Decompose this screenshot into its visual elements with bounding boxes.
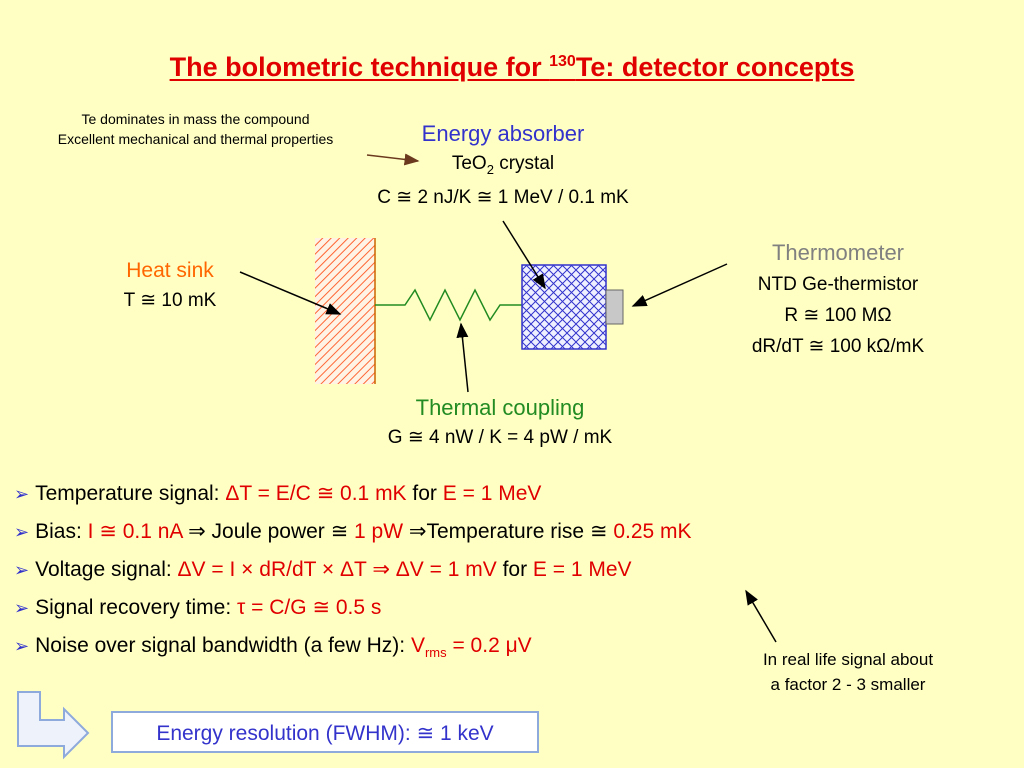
coupling-arrow	[456, 322, 469, 393]
bullet-item: ➢Voltage signal: ΔV = I × dR/dT × ΔT ⇒ Δ…	[14, 554, 692, 592]
bullet-text: Noise over signal bandwidth (a few Hz):	[35, 634, 411, 657]
bullet-text: 0.25 mK	[613, 520, 692, 543]
bullet-arrow-icon: ➢	[14, 484, 30, 504]
crystal-sub: 2	[486, 161, 494, 177]
note-arrow	[366, 153, 420, 166]
thermal-coupling-spring	[375, 288, 522, 322]
energy-resolution-box: Energy resolution (FWHM): ≅ 1 keV	[111, 711, 539, 753]
bullet-text: ⇒Temperature rise ≅	[403, 520, 614, 543]
bullet-text: = 0.2 μV	[446, 634, 532, 657]
bullet-text: for	[496, 558, 533, 581]
bullet-item: ➢Temperature signal: ΔT = E/C ≅ 0.1 mK f…	[14, 478, 692, 516]
heat-sink-arrow	[239, 271, 342, 315]
bullet-item: ➢Bias: I ≅ 0.1 nA ⇒ Joule power ≅ 1 pW ⇒…	[14, 516, 692, 554]
coupling-conductance: G ≅ 4 nW / K = 4 pW / mK	[387, 427, 613, 448]
bullet-text: I ≅ 0.1 nA	[87, 520, 183, 543]
bullet-text: ΔV = I × dR/dT × ΔT ⇒ ΔV = 1 mV	[177, 558, 497, 581]
bullet-text: 1 pW	[354, 520, 404, 543]
absorber-crystal	[521, 264, 607, 350]
bullet-text: τ = C/G ≅ 0.5 s	[237, 596, 382, 619]
bullet-text: E = 1 MeV	[442, 482, 542, 505]
bullet-arrow-icon: ➢	[14, 636, 30, 656]
bullet-text: V	[410, 634, 425, 657]
real-life-line-2: a factor 2 - 3 smaller	[770, 675, 926, 694]
heat-sink-temp: T ≅ 10 mK	[123, 290, 217, 311]
bullet-arrow-icon: ➢	[14, 598, 30, 618]
title-suffix: Te: detector concepts	[575, 52, 855, 82]
thermistor-chip	[605, 289, 624, 325]
note-line-2: Excellent mechanical and thermal propert…	[57, 131, 334, 147]
bullet-text: ΔT = E/C ≅ 0.1 mK	[225, 482, 407, 505]
bullet-arrow-icon: ➢	[14, 522, 30, 542]
heat-sink-label: Heat sink	[126, 259, 214, 282]
absorber-arrow	[502, 220, 546, 290]
title-prefix: The bolometric technique for	[169, 52, 550, 82]
coupling-labels: Thermal coupling G ≅ 4 nW / K = 4 pW / m…	[330, 392, 670, 452]
bullet-text: for	[406, 482, 443, 505]
bullet-item: ➢Signal recovery time: τ = C/G ≅ 0.5 s	[14, 592, 692, 630]
note-line-1: Te dominates in mass the compound	[81, 111, 310, 127]
crystal-suffix: crystal	[493, 153, 555, 174]
tellurium-note: Te dominates in mass the compound Excell…	[28, 109, 363, 149]
thermometer-label: Thermometer	[771, 240, 905, 265]
bullet-text: Voltage signal:	[35, 558, 178, 581]
thermometer-resistance: R ≅ 100 MΩ	[784, 305, 892, 326]
thermometer-labels: Thermometer NTD Ge-thermistor R ≅ 100 MΩ…	[708, 237, 968, 362]
bullet-text: ⇒ Joule power ≅	[182, 520, 355, 543]
heat-sink-labels: Heat sink T ≅ 10 mK	[100, 255, 240, 315]
crystal-prefix: TeO	[451, 153, 487, 174]
bullet-list: ➢Temperature signal: ΔT = E/C ≅ 0.1 mK f…	[14, 478, 692, 668]
absorber-capacity: C ≅ 2 nJ/K ≅ 1 MeV / 0.1 mK	[377, 186, 629, 208]
heat-sink-block	[315, 238, 375, 384]
slide-title: The bolometric technique for 130Te: dete…	[0, 52, 1024, 83]
title-isotope-mass: 130	[549, 53, 576, 70]
absorber-labels: Energy absorber TeO2 crystal C ≅ 2 nJ/K …	[353, 118, 653, 212]
bullet-item: ➢Noise over signal bandwidth (a few Hz):…	[14, 630, 692, 668]
bullet-text: E = 1 MeV	[532, 558, 632, 581]
result-arrow-icon	[17, 691, 90, 760]
real-life-line-1: In real life signal about	[762, 650, 934, 669]
bullet-text: Signal recovery time:	[35, 596, 238, 619]
thermometer-arrow	[631, 263, 728, 307]
bullet-subscript: rms	[424, 645, 447, 661]
absorber-crystal-label: TeO2 crystal	[353, 150, 653, 184]
thermometer-type: NTD Ge-thermistor	[757, 274, 919, 295]
coupling-label: Thermal coupling	[415, 395, 585, 420]
thermometer-slope: dR/dT ≅ 100 kΩ/mK	[751, 336, 925, 357]
real-life-arrow	[745, 589, 777, 643]
bullet-text: Bias:	[35, 520, 88, 543]
bullet-text: Temperature signal:	[35, 482, 226, 505]
bullet-arrow-icon: ➢	[14, 560, 30, 580]
absorber-label: Energy absorber	[421, 121, 585, 146]
real-life-note: In real life signal about a factor 2 - 3…	[728, 647, 968, 697]
